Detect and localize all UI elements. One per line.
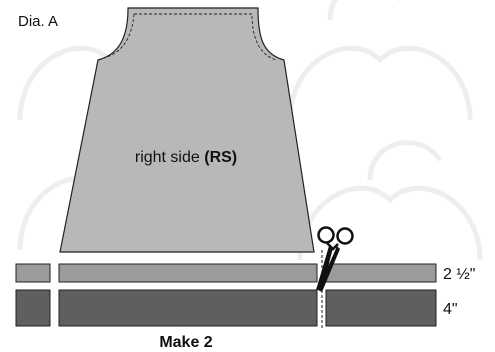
panel-shape [59,7,315,253]
panel-label: right side (RS) [135,149,237,166]
strip-long-top [58,263,318,283]
footer-instruction: Make 2 [159,334,212,351]
strip-top-width-label: 2 ½" [443,266,475,283]
strip-row-bottom [15,289,437,327]
strip-small-bottom [15,289,51,327]
seam-line [103,13,277,61]
strip-long-bottom [58,289,318,327]
strip-end-top [325,263,437,283]
strip-end-bottom [325,289,437,327]
strip-row-top [15,263,437,283]
garment-panel [59,7,315,253]
scissors-icon [316,226,354,292]
strip-bottom-width-label: 4" [443,301,458,318]
diagram-title: Dia. A [18,13,58,30]
panel-label-bold: (RS) [204,149,237,166]
strip-small-top [15,263,51,283]
panel-label-prefix: right side [135,149,204,166]
